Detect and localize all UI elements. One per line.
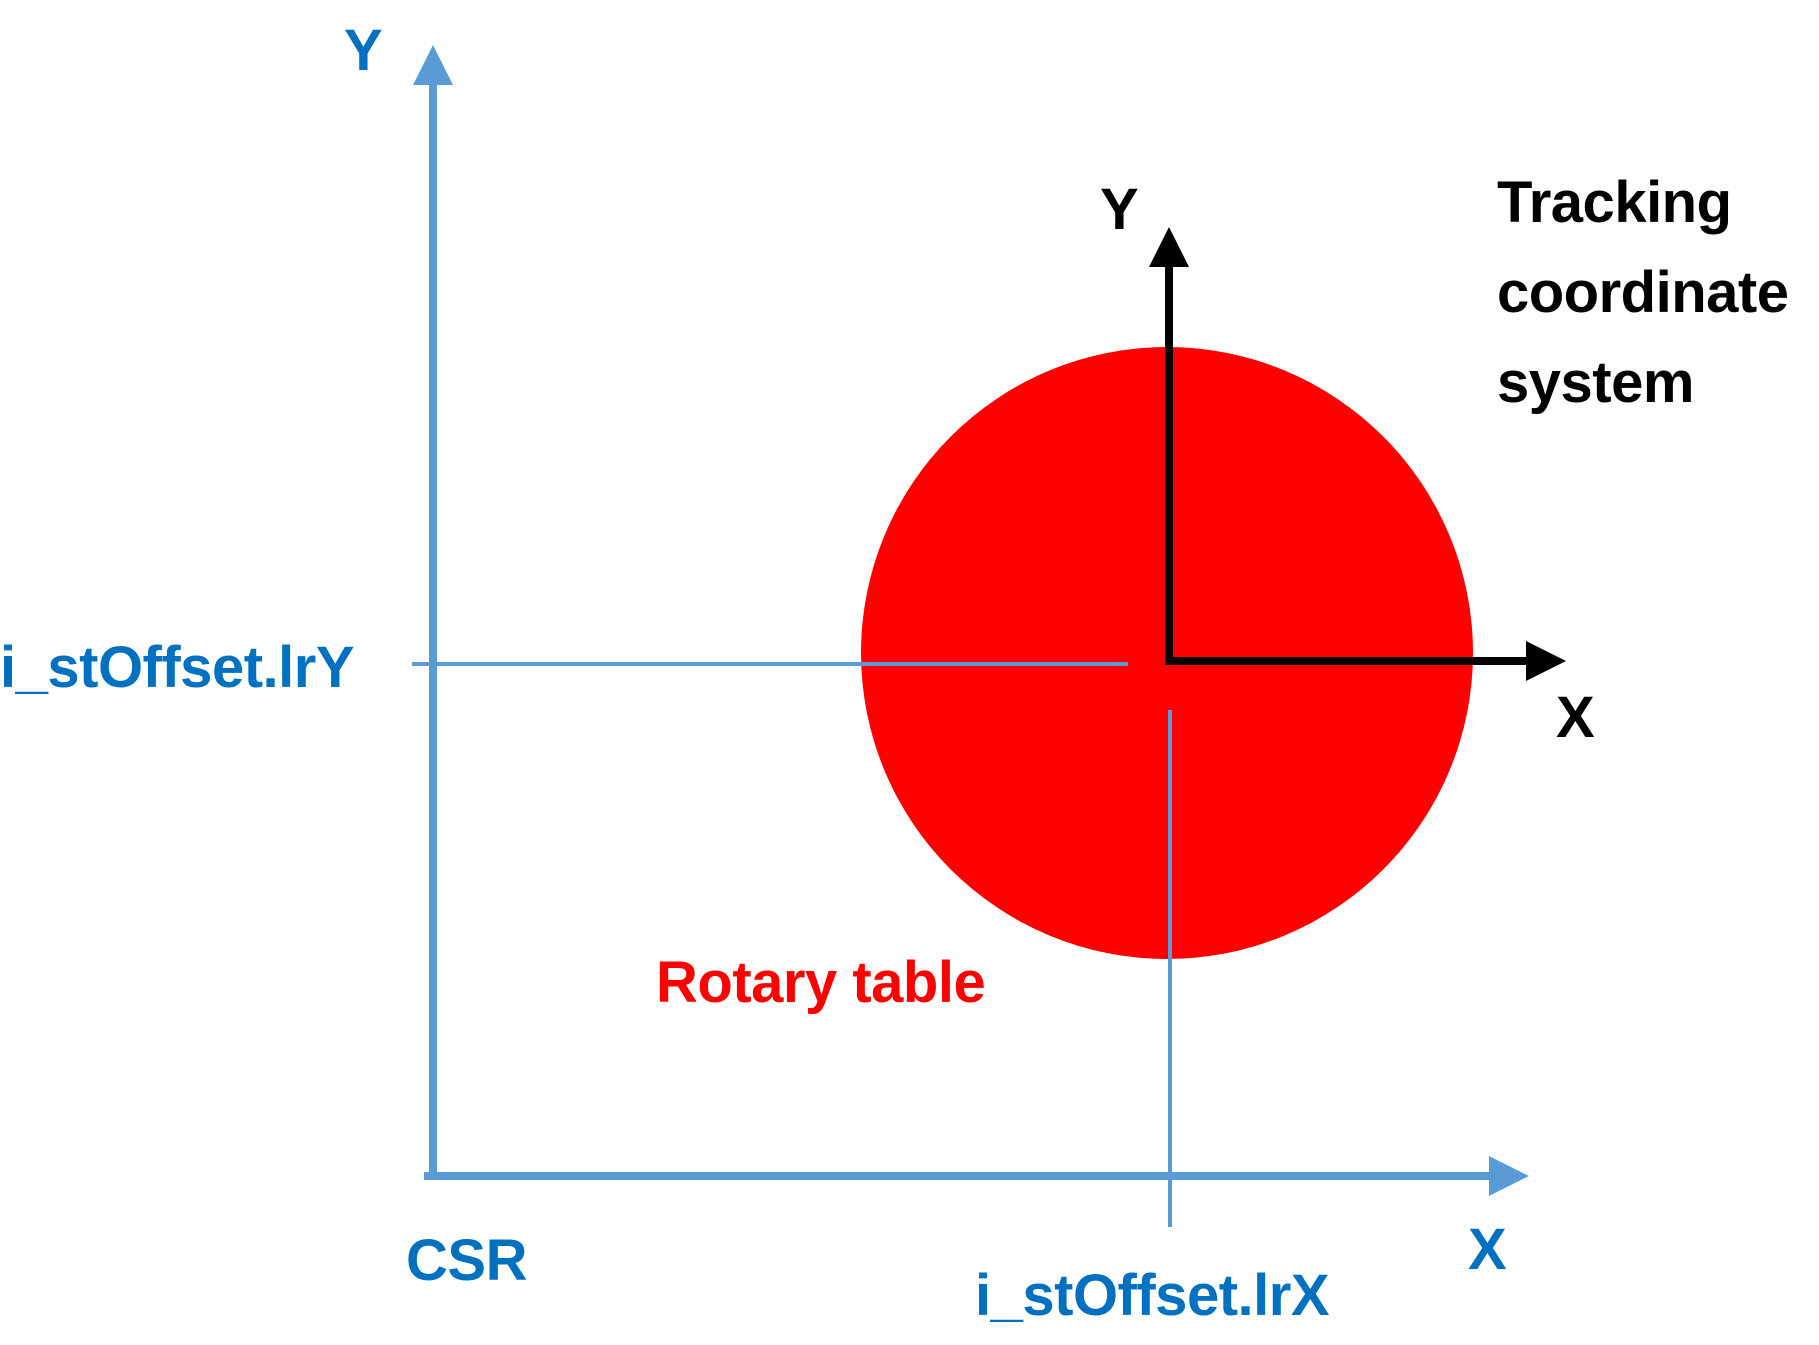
tracking-y-axis-line xyxy=(1165,265,1173,665)
csr-y-axis-label: Y xyxy=(344,18,383,83)
tracking-y-axis-label: Y xyxy=(1100,177,1139,242)
offset-x-label: i_stOffset.lrX xyxy=(975,1263,1330,1328)
tracking-x-axis-label: X xyxy=(1556,685,1595,750)
csr-x-axis-line xyxy=(424,1172,1490,1180)
csr-x-axis-label: X xyxy=(1468,1217,1507,1282)
tracking-system-title: Tracking coordinate system xyxy=(1497,170,1789,415)
csr-y-axis-line xyxy=(429,83,437,1180)
tracking-x-axis-line xyxy=(1169,657,1527,665)
csr-y-axis-arrowhead-icon xyxy=(413,45,453,85)
offset-y-label: i_stOffset.lrY xyxy=(0,635,355,700)
csr-x-axis-arrowhead-icon xyxy=(1489,1156,1529,1196)
tracking-x-axis-arrowhead-icon xyxy=(1526,641,1566,681)
rotary-table-label: Rotary table xyxy=(656,950,986,1015)
csr-origin-label: CSR xyxy=(406,1228,527,1293)
offset-y-marker-line xyxy=(412,662,1128,666)
tracking-y-axis-arrowhead-icon xyxy=(1149,227,1189,267)
offset-x-marker-line xyxy=(1168,710,1172,1227)
